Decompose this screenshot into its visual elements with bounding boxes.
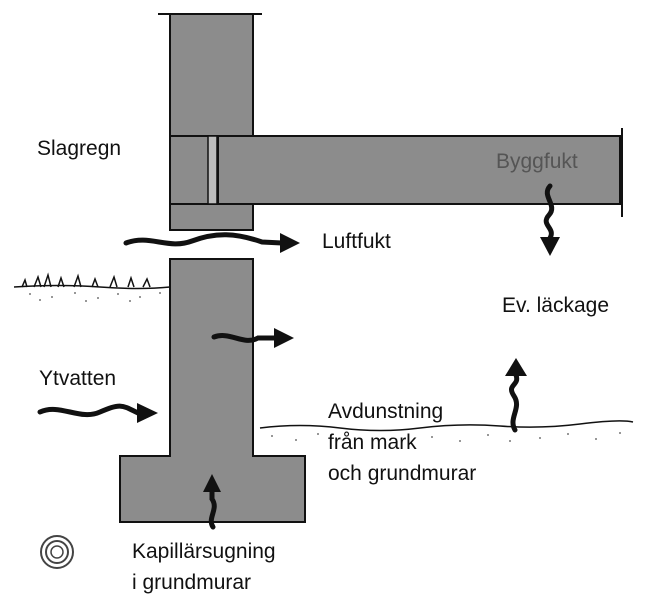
- arrow-luftfukt: [123, 232, 300, 253]
- label-avdunstning-2: från mark: [328, 431, 417, 454]
- label-avdunstning-3: och grundmurar: [328, 462, 477, 485]
- label-avdunstning-1: Avdunstning: [328, 400, 444, 423]
- circle-logo-icon: [40, 535, 74, 569]
- label-kapillar-2: i grundmurar: [132, 571, 252, 594]
- ground-right: [259, 420, 634, 442]
- label-ytvatten: Ytvatten: [39, 367, 117, 390]
- label-luftfukt: Luftfukt: [322, 230, 391, 253]
- arrow-byggfukt: [540, 183, 560, 256]
- label-kapillar-1: Kapillärsugning: [132, 540, 276, 563]
- foundation: [119, 258, 306, 523]
- floor-slab: [217, 128, 623, 217]
- arrow-ytvatten: [37, 403, 158, 423]
- ground-left: [13, 272, 171, 302]
- arrow-avdunstning: [505, 358, 527, 433]
- label-lackage: Ev. läckage: [502, 294, 609, 317]
- label-byggfukt: Byggfukt: [496, 150, 578, 173]
- arrow-inner-wall: [211, 328, 294, 348]
- arrow-kapillarsugning: [203, 474, 221, 530]
- label-slagregn: Slagregn: [37, 137, 122, 160]
